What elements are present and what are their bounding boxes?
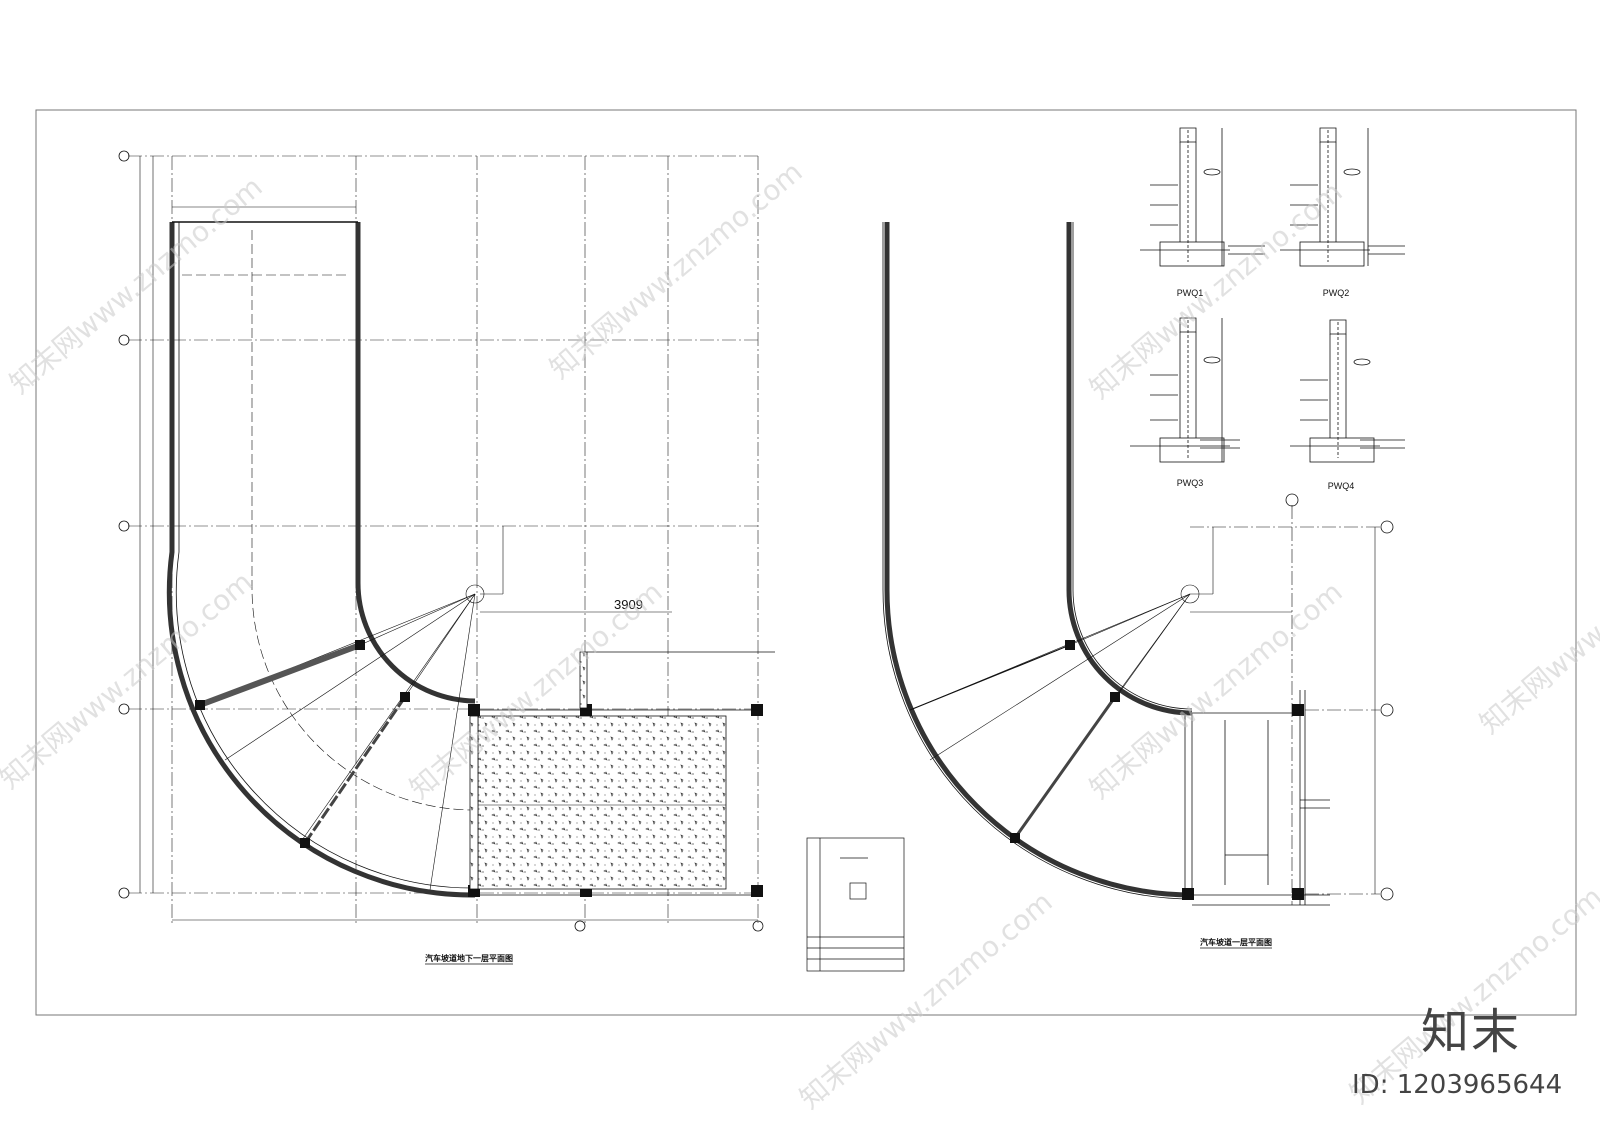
section-label-pwq1: PWQ1 <box>1177 288 1204 298</box>
section-pwq3 <box>1130 317 1240 463</box>
watermark-text: 知末网www.znzmo.com <box>3 170 268 400</box>
ramp-outer-wall-inner-edge <box>175 222 476 889</box>
watermarks: 知末网www.znzmo.com 知末网www.znzmo.com 知末网www… <box>0 155 1600 1115</box>
section-pwq4 <box>1290 319 1405 463</box>
brand-logo: 知末 <box>1420 1004 1521 1060</box>
beam <box>198 642 362 708</box>
radial-lines <box>199 584 485 891</box>
hatched-slab <box>477 715 727 890</box>
watermark-text: 知末网www.znzmo.com <box>543 155 808 385</box>
beam <box>303 696 407 844</box>
ground-structure <box>1184 690 1330 906</box>
image-id-text: ID: 1203965644 <box>1352 1070 1563 1100</box>
ramp-center-line <box>251 230 476 811</box>
section-label-pwq4: PWQ4 <box>1328 481 1355 491</box>
watermark-text: 知末网www.znzmo.com <box>793 885 1058 1115</box>
dimension-lines <box>139 156 758 921</box>
section-label-pwq2: PWQ2 <box>1323 288 1350 298</box>
sheet-border <box>35 109 1577 1016</box>
axis-grid <box>1190 505 1380 905</box>
basement-plan <box>118 150 775 932</box>
section-label-pwq3: PWQ3 <box>1177 478 1204 488</box>
wall-strip <box>469 715 479 890</box>
ramp-outer-wall <box>166 222 476 898</box>
watermark-text: 知末网www.znzmo.com <box>1473 510 1600 740</box>
ramp-outer-wall <box>884 222 1193 898</box>
basement-dimension-3909: 3909 <box>614 597 643 612</box>
basement-plan-title: 汽车坡道地下一层平面图 <box>425 953 513 963</box>
watermark-text: 知末网www.znzmo.com <box>1083 175 1348 405</box>
ramp-inner-wall <box>355 222 476 704</box>
section-details <box>1130 127 1405 463</box>
radial-lines <box>909 584 1200 839</box>
axis-bubbles <box>1285 493 1394 901</box>
ground-plan <box>882 222 1394 906</box>
section-pwq1 <box>1140 127 1265 267</box>
ramp-inner-wall <box>1066 222 1193 716</box>
wall-strip <box>579 651 588 709</box>
legend-table <box>806 837 905 972</box>
section-pwq2 <box>1280 127 1405 267</box>
columns <box>1010 640 1304 900</box>
ground-plan-title: 汽车坡道一层平面图 <box>1200 937 1272 947</box>
axis-bubbles <box>118 150 764 932</box>
dimension-lines <box>1190 527 1376 894</box>
